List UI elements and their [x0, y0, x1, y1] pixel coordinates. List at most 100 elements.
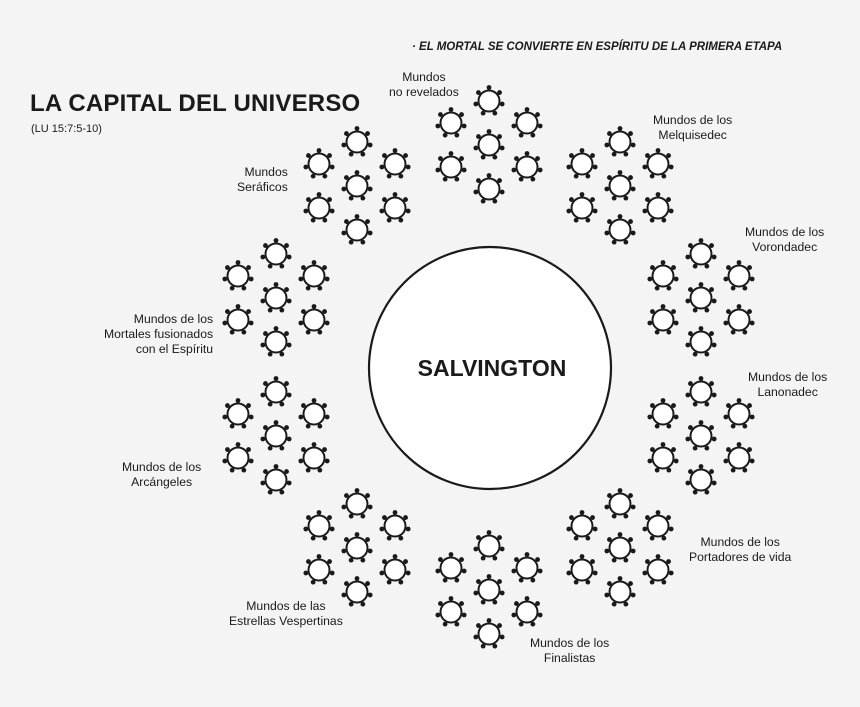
world-moon: [611, 195, 617, 201]
world-moon: [726, 265, 731, 270]
world-moon: [604, 230, 610, 236]
world-moon: [480, 643, 486, 649]
world-moon: [723, 276, 729, 282]
world-moon: [438, 601, 443, 606]
world-moon: [263, 243, 268, 248]
world-moon: [566, 208, 572, 214]
world-moon: [367, 230, 373, 236]
world-moon: [322, 579, 328, 585]
world-moon: [379, 570, 385, 576]
world-moon: [225, 447, 230, 452]
world-moon: [723, 414, 729, 420]
world-cluster-estrellas-vespertinas: [303, 488, 411, 607]
world-ring: [439, 556, 463, 580]
world-moon: [698, 420, 704, 425]
world-ring: [307, 152, 331, 176]
world-moon: [607, 493, 612, 498]
world-moon: [569, 153, 574, 158]
world-moon: [225, 265, 230, 270]
world-moon: [260, 254, 266, 260]
world-moon: [344, 131, 349, 136]
world-ring: [302, 308, 326, 332]
satellite-world: [685, 420, 717, 451]
world-moon: [360, 151, 366, 157]
world-moon: [438, 112, 443, 117]
world-moon: [379, 164, 385, 170]
satellite-world: [473, 85, 505, 116]
world-moon: [668, 164, 674, 170]
world-moon: [367, 592, 373, 598]
world-moon: [225, 309, 230, 314]
world-moon: [645, 515, 650, 520]
world-ring: [477, 534, 501, 558]
world-cluster-seraficos: [303, 126, 411, 245]
world-moon: [628, 493, 633, 498]
world-moon: [685, 342, 691, 348]
world-moon: [327, 559, 332, 564]
world-moon: [698, 282, 704, 287]
world-moon: [398, 535, 404, 541]
world-moon: [229, 329, 235, 335]
world-moon: [514, 112, 519, 117]
satellite-world: [379, 554, 411, 585]
world-moon: [671, 309, 676, 314]
world-moon: [486, 173, 492, 178]
world-ring: [439, 600, 463, 624]
world-moon: [310, 217, 316, 223]
world-moon: [392, 192, 398, 197]
world-moon: [324, 458, 330, 464]
world-moon: [726, 403, 731, 408]
satellite-world: [647, 442, 679, 473]
world-moon: [486, 574, 492, 579]
world-moon: [592, 570, 598, 576]
world-moon: [647, 276, 653, 282]
world-ring: [570, 152, 594, 176]
satellite-world: [435, 552, 467, 583]
world-moon: [260, 298, 266, 304]
world-moon: [524, 151, 530, 156]
satellite-world: [260, 282, 292, 313]
world-ring: [307, 196, 331, 220]
world-moon: [306, 559, 311, 564]
world-moon: [354, 126, 360, 131]
satellite-world: [647, 398, 679, 429]
world-moon: [704, 489, 710, 495]
world-moon: [260, 480, 266, 486]
world-moon: [301, 447, 306, 452]
world-moon: [229, 423, 235, 429]
world-ring: [226, 308, 250, 332]
world-moon: [398, 173, 404, 179]
world-moon: [386, 535, 392, 541]
world-moon: [306, 197, 311, 202]
world-ring: [689, 330, 713, 354]
world-moon: [530, 132, 536, 138]
world-moon: [623, 601, 629, 607]
world-moon: [661, 535, 667, 541]
world-moon: [692, 351, 698, 357]
world-moon: [405, 526, 411, 532]
world-moon: [279, 489, 285, 495]
world-moon: [630, 592, 636, 598]
world-ring: [345, 174, 369, 198]
world-ring: [515, 111, 539, 135]
world-moon: [655, 554, 661, 559]
world-ring: [515, 600, 539, 624]
world-moon: [518, 577, 524, 583]
satellite-world: [341, 126, 373, 157]
satellite-world: [685, 376, 717, 407]
satellite-world: [511, 596, 543, 627]
world-moon: [279, 307, 285, 313]
world-moon: [742, 467, 748, 473]
satellite-world: [260, 420, 292, 451]
world-moon: [736, 304, 742, 309]
world-ring: [383, 152, 407, 176]
satellite-world: [341, 576, 373, 607]
world-moon: [604, 142, 610, 148]
world-moon: [365, 131, 370, 136]
world-moon: [590, 197, 595, 202]
